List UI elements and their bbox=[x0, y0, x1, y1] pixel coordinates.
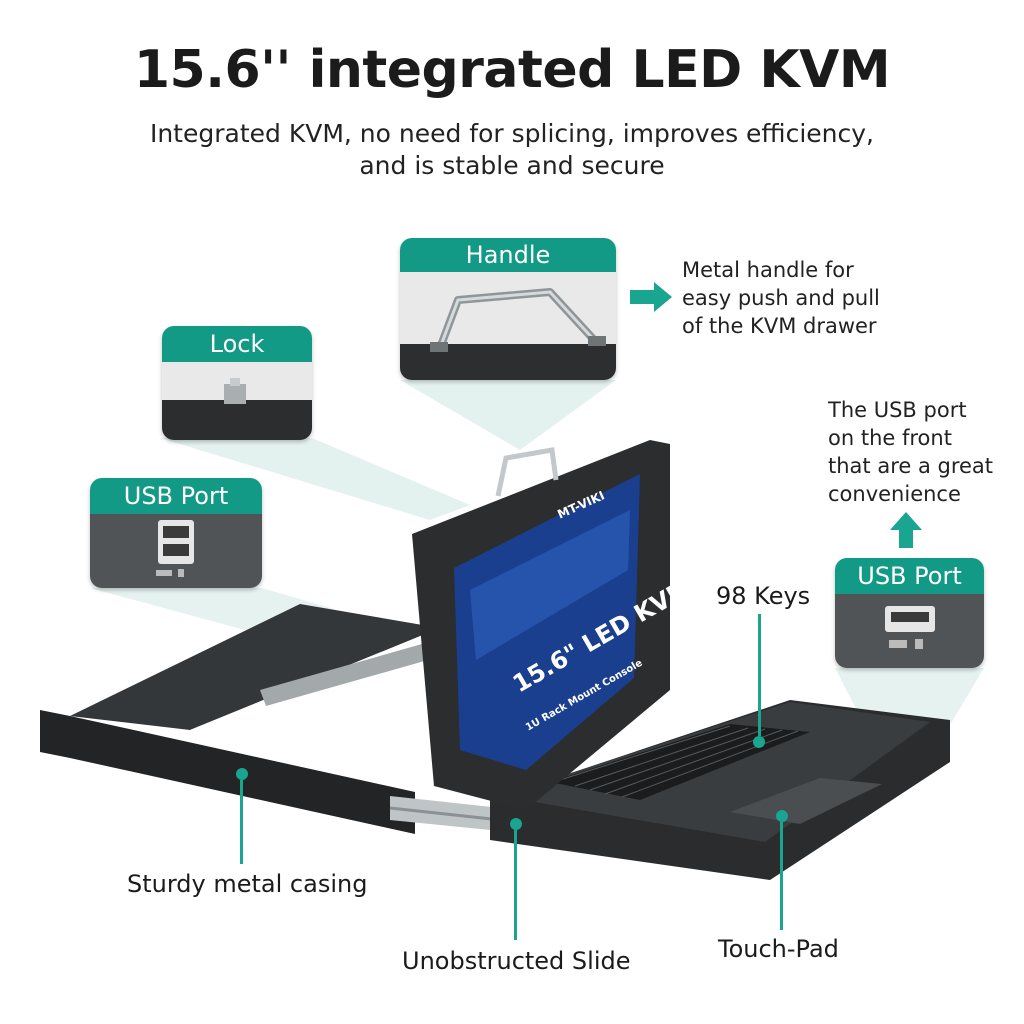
usb-right-card: USB Port bbox=[835, 558, 984, 668]
handle-cone bbox=[400, 380, 616, 450]
keys-label: 98 Keys bbox=[716, 582, 811, 610]
kvm-product-image bbox=[40, 440, 950, 880]
subtitle-line-2: and is stable and secure bbox=[359, 151, 665, 180]
handle-card: Handle bbox=[400, 238, 616, 380]
subtitle-line-1: Integrated KVM, no need for splicing, im… bbox=[149, 119, 875, 148]
handle-photo bbox=[400, 288, 616, 380]
usb-right-note: The USB port on the front that are a gre… bbox=[828, 398, 994, 506]
page-title: 15.6'' integrated LED KVM bbox=[133, 40, 891, 100]
usb-left-card: USB Port bbox=[90, 478, 262, 588]
casing-marker bbox=[236, 768, 248, 780]
casing-label: Sturdy metal casing bbox=[127, 870, 368, 898]
arrow-right-icon bbox=[630, 282, 672, 312]
page-subtitle: Integrated KVM, no need for splicing, im… bbox=[0, 118, 1024, 182]
drawer-front bbox=[40, 710, 415, 834]
metal-handle bbox=[495, 447, 559, 497]
arrow-up-icon bbox=[890, 512, 922, 548]
touch-pad bbox=[730, 778, 882, 824]
lock-photo bbox=[162, 378, 312, 440]
slide-label: Unobstructed Slide bbox=[402, 947, 631, 975]
touchpad-label: Touch-Pad bbox=[718, 935, 839, 963]
usb-port-icon bbox=[885, 606, 935, 649]
touchpad-marker bbox=[776, 810, 788, 822]
handle-tag: Handle bbox=[400, 238, 616, 272]
usb-left-tag: USB Port bbox=[90, 478, 262, 514]
slide-marker bbox=[510, 818, 522, 830]
drawer-top bbox=[70, 604, 440, 730]
handle-note: Metal handle for easy push and pull of t… bbox=[682, 258, 880, 338]
lock-cone bbox=[160, 438, 470, 520]
lock-tag: Lock bbox=[162, 326, 312, 362]
usb-port-icon bbox=[156, 520, 194, 577]
usb-right-tag: USB Port bbox=[835, 558, 984, 594]
keys-marker bbox=[753, 736, 765, 748]
lock-card: Lock bbox=[162, 326, 312, 440]
